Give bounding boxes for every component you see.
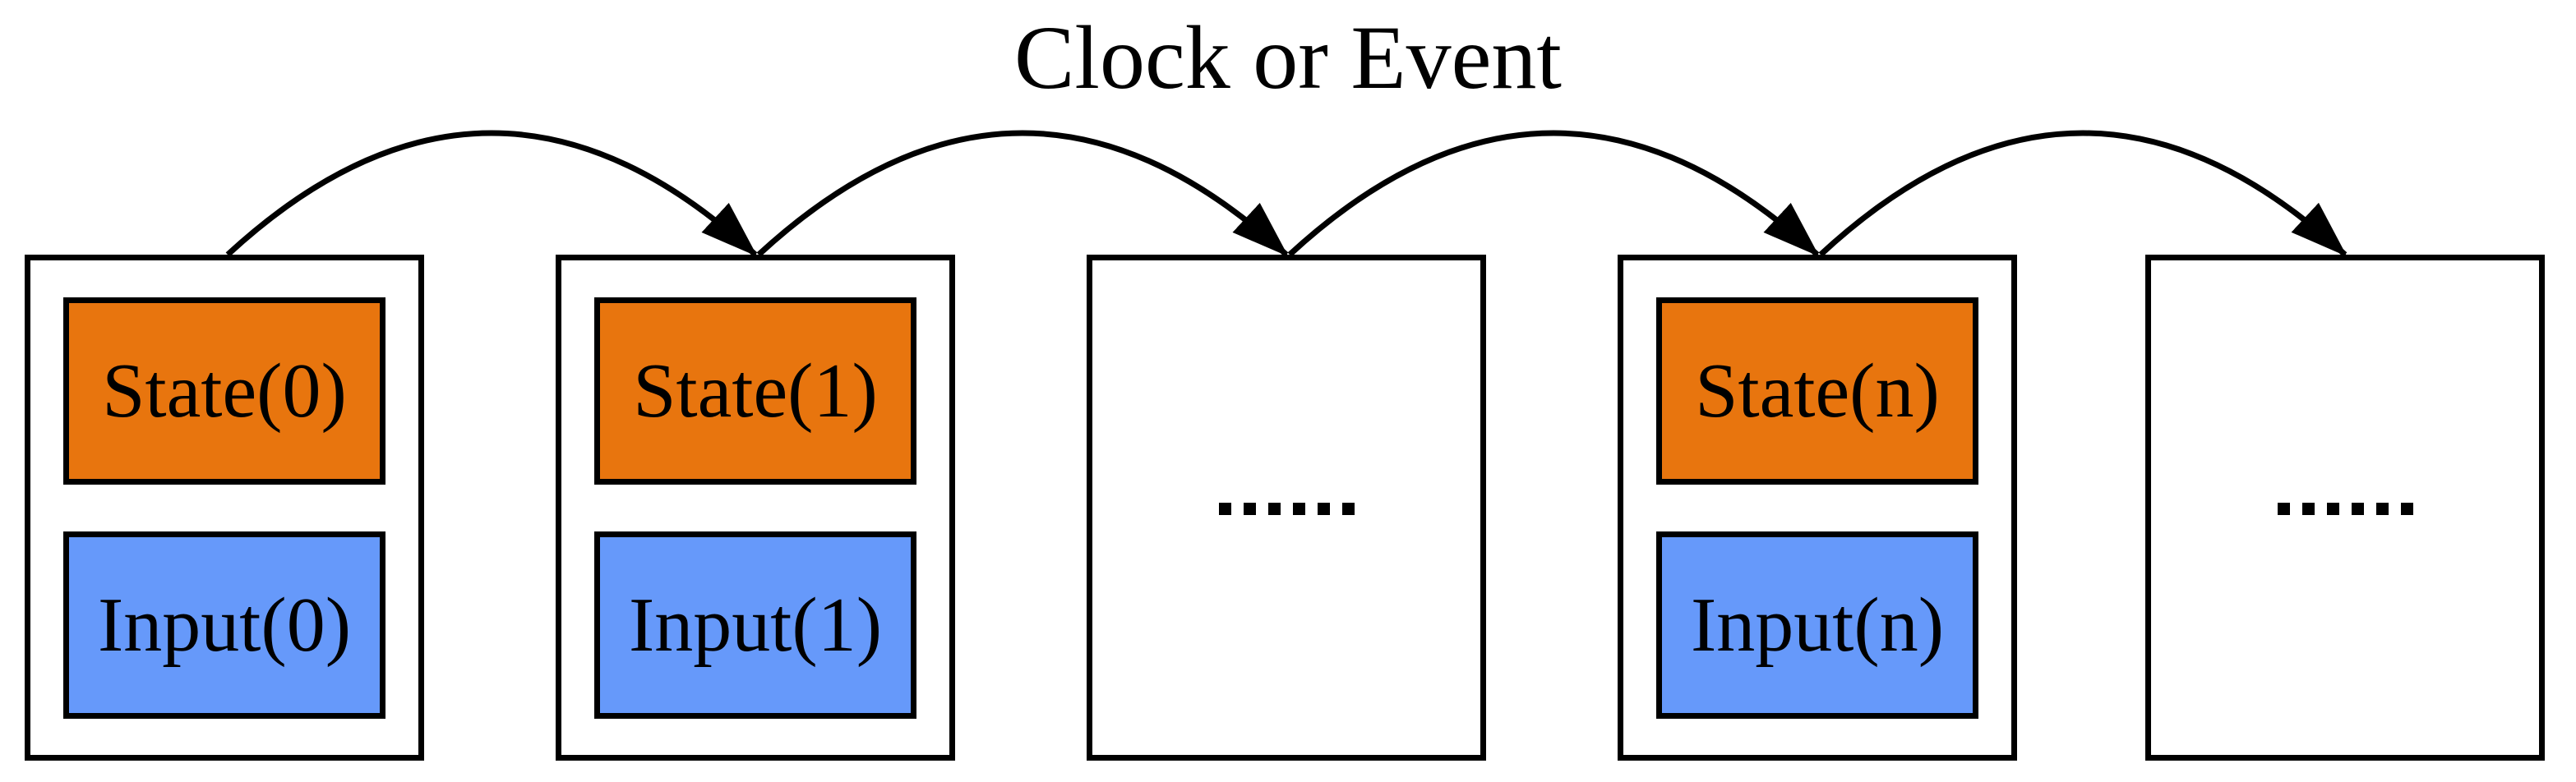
input-label: Input(0) (97, 582, 352, 668)
ellipsis-dot (1243, 503, 1256, 515)
input-label: Input(n) (1690, 582, 1945, 668)
ellipsis-dot (2375, 503, 2389, 515)
timestep-cell-ellipsis-2: ...... (2145, 255, 2545, 761)
timestep-cell-0: State(0) Input(0) (25, 255, 424, 761)
ellipsis-text: ...... (1286, 503, 1287, 504)
transition-arrow-3 (1287, 130, 1820, 257)
ellipsis-dot (1218, 503, 1231, 515)
input-box: Input(1) (594, 531, 916, 719)
ellipsis-dot (2301, 503, 2315, 515)
ellipsis-dot (2326, 503, 2339, 515)
state-box: State(0) (63, 297, 385, 485)
state-box: State(1) (594, 297, 916, 485)
input-label: Input(1) (628, 582, 883, 668)
state-label: State(n) (1695, 348, 1940, 434)
timestep-cell-1: State(1) Input(1) (556, 255, 955, 761)
ellipsis-dots: ...... (2151, 503, 2539, 515)
state-label: State(1) (633, 348, 878, 434)
ellipsis-dot (2351, 503, 2364, 515)
input-box: Input(n) (1656, 531, 1978, 719)
ellipsis-dot (1317, 503, 1330, 515)
transition-arrow-4 (1818, 130, 2347, 257)
timestep-cell-n: State(n) Input(n) (1618, 255, 2017, 761)
ellipsis-dots: ...... (1092, 503, 1480, 515)
state-box: State(n) (1656, 297, 1978, 485)
ellipsis-dot (1292, 503, 1305, 515)
ellipsis-dot (1267, 503, 1281, 515)
ellipsis-dot (2400, 503, 2413, 515)
state-label: State(0) (102, 348, 347, 434)
ellipsis-text: ...... (2345, 503, 2346, 504)
ellipsis-dot (1341, 503, 1355, 515)
transition-arrow-1 (225, 130, 758, 257)
ellipsis-dot (2277, 503, 2290, 515)
input-box: Input(0) (63, 531, 385, 719)
timestep-cell-ellipsis-1: ...... (1087, 255, 1486, 761)
clock-or-event-label: Clock or Event (1014, 7, 1562, 108)
transition-arrow-2 (756, 130, 1289, 257)
